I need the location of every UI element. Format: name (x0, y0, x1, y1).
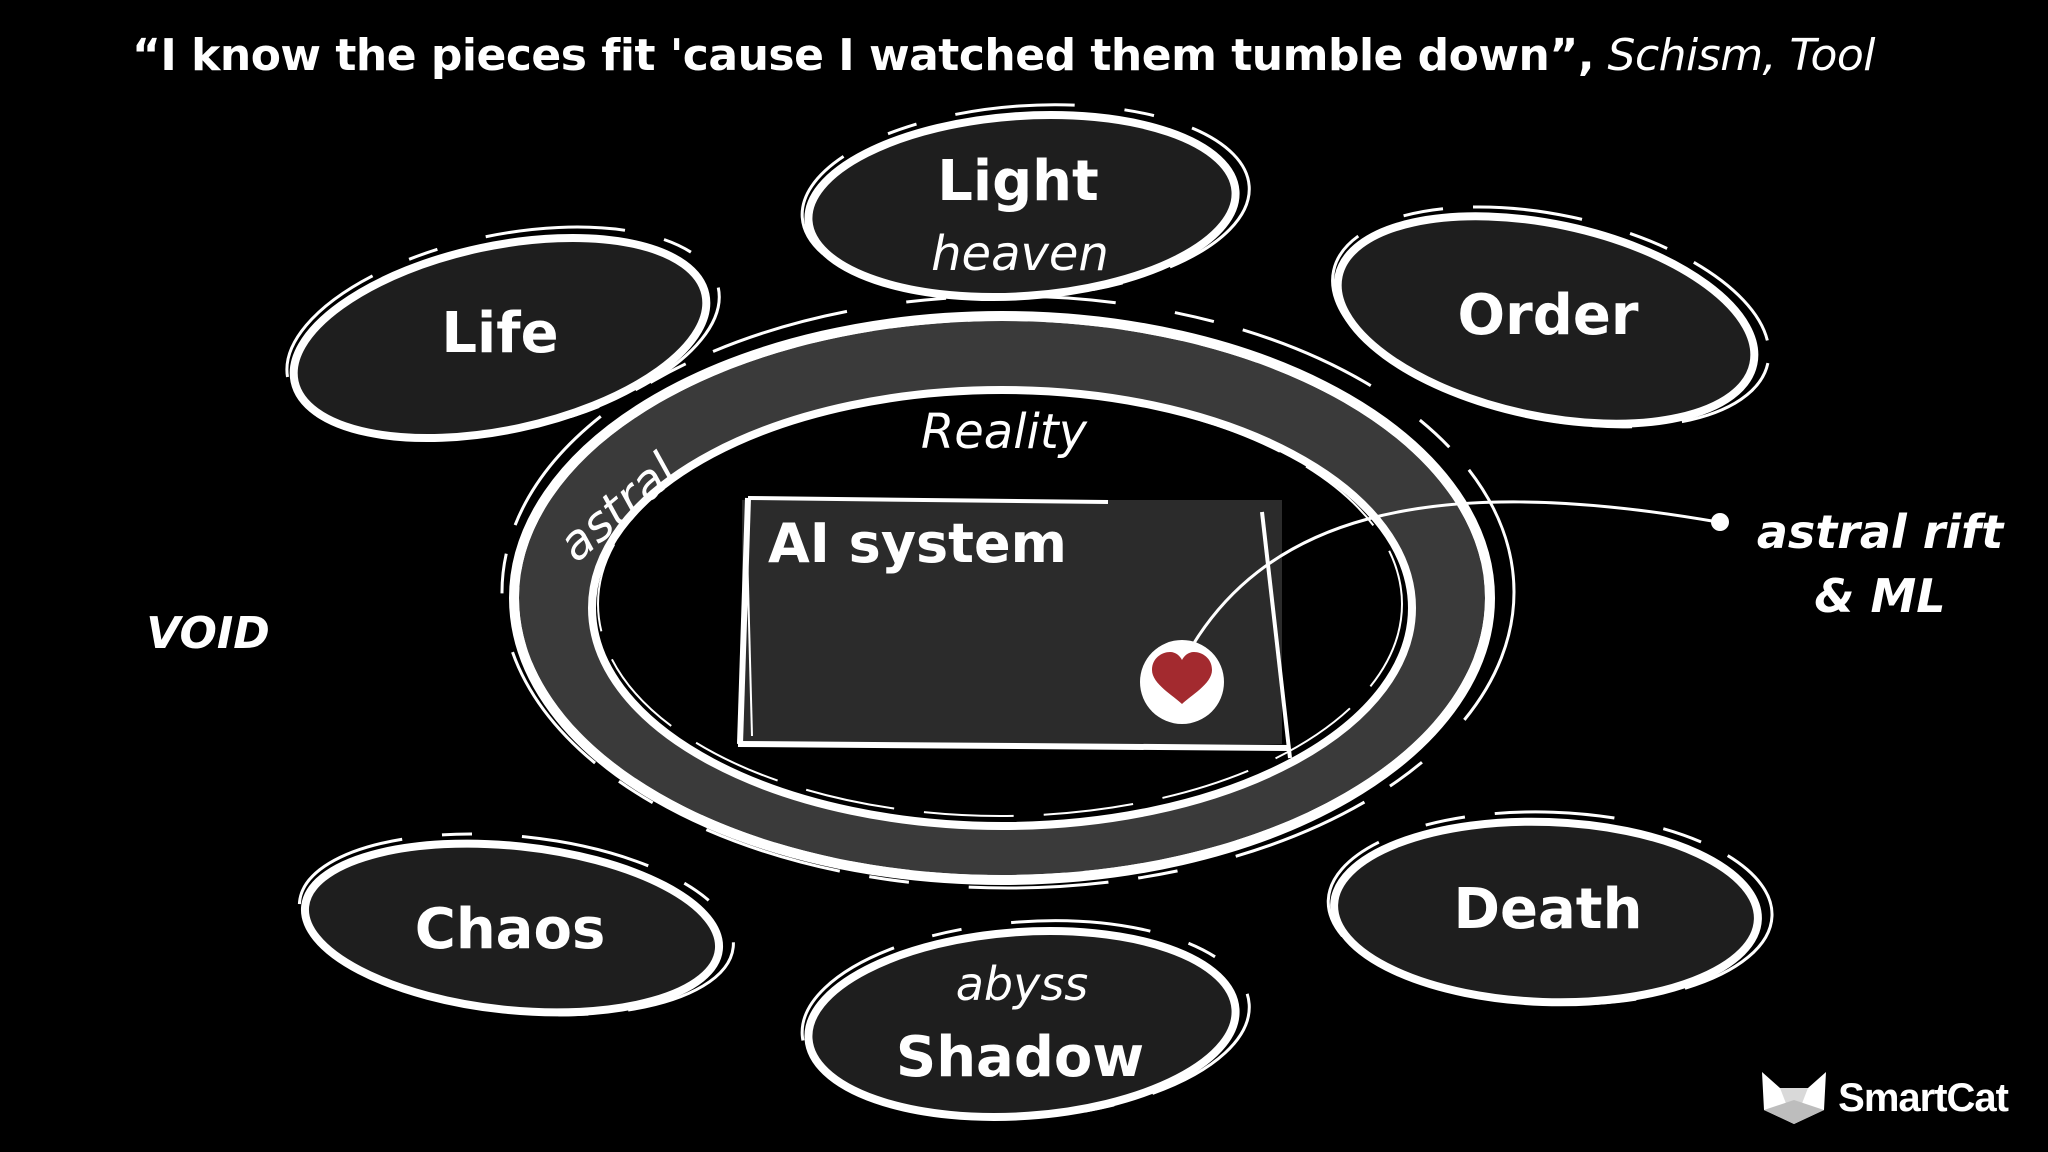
ai-system-label: AI system (768, 512, 1067, 575)
realm-life (285, 225, 721, 443)
rift-connector-line (1182, 500, 1719, 661)
smartcat-logo: SmartCat (1758, 1070, 2009, 1126)
realm-order-label: Order (1458, 283, 1639, 348)
realm-chaos-label: Chaos (415, 897, 606, 962)
quote: “I know the pieces fit 'cause I watched … (132, 30, 1876, 81)
realm-chaos (297, 832, 735, 1017)
realm-light (800, 103, 1251, 302)
rift-label-line1: astral rift (1757, 505, 2005, 559)
quote-text: “I know the pieces fit 'cause I watched … (132, 30, 1578, 81)
realm-light-sub: heaven (931, 226, 1109, 282)
realm-shadow (800, 919, 1251, 1121)
realm-light-label: Light (937, 149, 1099, 214)
heart-icon (1140, 640, 1224, 724)
reality-label: Reality (921, 404, 1088, 460)
brand-name: SmartCat (1838, 1075, 2009, 1120)
rift-endpoint-dot (1711, 513, 1729, 531)
void-label: VOID (146, 608, 270, 659)
realm-order (1331, 205, 1771, 429)
quote-separator: , (1577, 30, 1595, 81)
rift-label-line2: & ML (1814, 569, 1945, 623)
realm-shadow-sub: abyss (956, 957, 1089, 1011)
realm-death-label: Death (1454, 877, 1643, 942)
realm-death (1326, 810, 1774, 1007)
cat-logo-icon (1762, 1072, 1827, 1124)
quote-source: Schism, Tool (1607, 30, 1876, 81)
realm-life-label: Life (441, 301, 558, 366)
realm-shadow-label: Shadow (896, 1025, 1144, 1090)
